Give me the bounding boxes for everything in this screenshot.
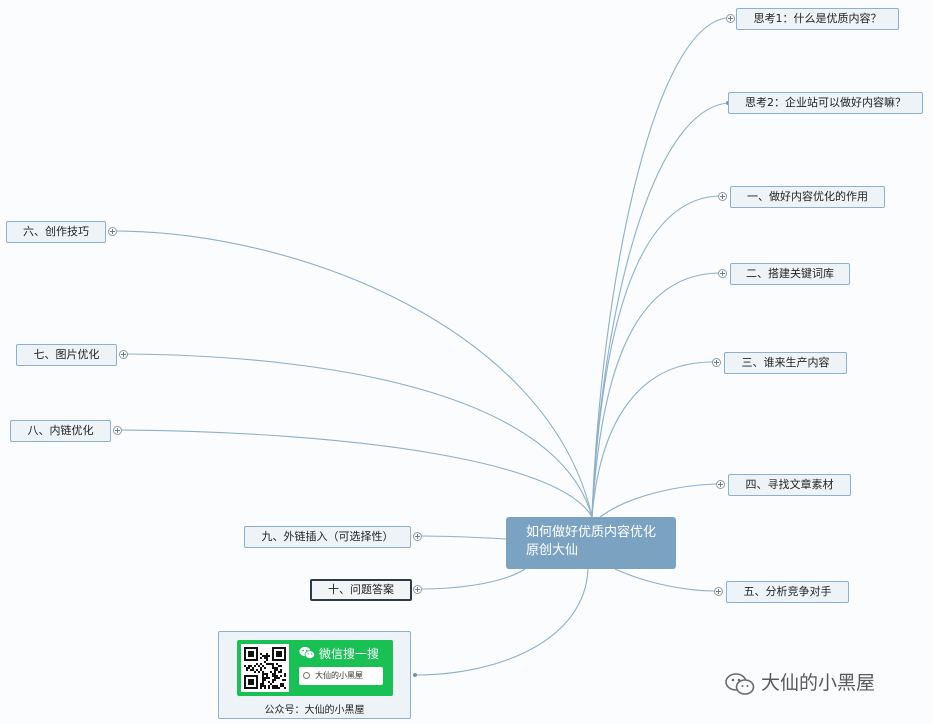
connector-competitors [614,568,715,592]
topic-image-optimization[interactable]: 七、图片优化 [16,344,117,366]
wechat-search-box[interactable]: 大仙的小黑屋 [299,667,383,685]
connector-writing-skills [116,230,593,518]
wechat-search-title: 微信搜一搜 [319,647,380,661]
expand-icon[interactable] [108,227,117,236]
topic-who-produces[interactable]: 三、谁来生产内容 [724,352,847,374]
topic-thinking-2[interactable]: 思考2：企业站可以做好内容嘛？ [728,92,923,114]
topic-thinking-1[interactable]: 思考1：什么是优质内容？ [736,8,899,30]
search-icon [303,672,310,679]
connector-question-answers [421,568,526,590]
topic-analyze-competitors[interactable]: 五、分析竞争对手 [726,581,849,603]
expand-icon[interactable] [413,532,422,541]
connector-find-materials [599,483,717,518]
topic-writing-skills[interactable]: 六、创作技巧 [6,221,106,243]
connector-thinking-2 [591,102,729,518]
expand-icon[interactable] [718,192,727,201]
topic-keyword-library[interactable]: 二、搭建关键词库 [730,263,850,285]
wechat-icon [725,673,755,695]
connector-internal-links [121,429,593,518]
connector-image-opt [127,353,593,518]
topic-question-answers[interactable]: 十、问题答案 [310,579,412,601]
expand-icon[interactable] [714,587,723,596]
expand-icon[interactable] [113,426,122,435]
expand-icon[interactable] [712,358,721,367]
watermark-text: 大仙的小黑屋 [761,672,876,694]
wechat-search-banner: 微信搜一搜 大仙的小黑屋 [237,640,393,696]
topic-content-role[interactable]: 一、做好内容优化的作用 [730,186,885,208]
qr-caption: 公众号：大仙的小黑屋 [264,705,365,716]
expand-icon[interactable] [726,14,735,23]
central-topic-line1: 如何做好优质内容优化 [526,525,657,540]
expand-icon[interactable] [413,585,422,594]
central-topic[interactable]: 如何做好优质内容优化 原创大仙 [506,517,676,569]
expand-icon[interactable] [718,269,727,278]
topic-internal-links[interactable]: 八、内链优化 [10,420,111,442]
connector-qr-card [414,568,589,676]
connector-keyword-library [591,272,719,518]
connector-anchor-dot [413,673,417,677]
connector-thinking-1 [591,17,727,518]
connector-content-role [591,195,719,518]
wechat-search-text: 大仙的小黑屋 [315,671,363,680]
connector-external-links [421,535,507,540]
topic-find-materials[interactable]: 四、寻找文章素材 [728,474,851,496]
expand-icon[interactable] [119,350,128,359]
topic-external-links[interactable]: 九、外链插入（可选择性） [244,526,411,548]
wechat-icon [299,646,315,659]
connector-who-produces [591,361,713,518]
central-topic-line2: 原创大仙 [526,543,579,558]
expand-icon[interactable] [716,480,725,489]
qr-code-image [241,644,289,692]
qr-code-card[interactable]: 微信搜一搜 大仙的小黑屋 公众号：大仙的小黑屋 [218,631,411,719]
